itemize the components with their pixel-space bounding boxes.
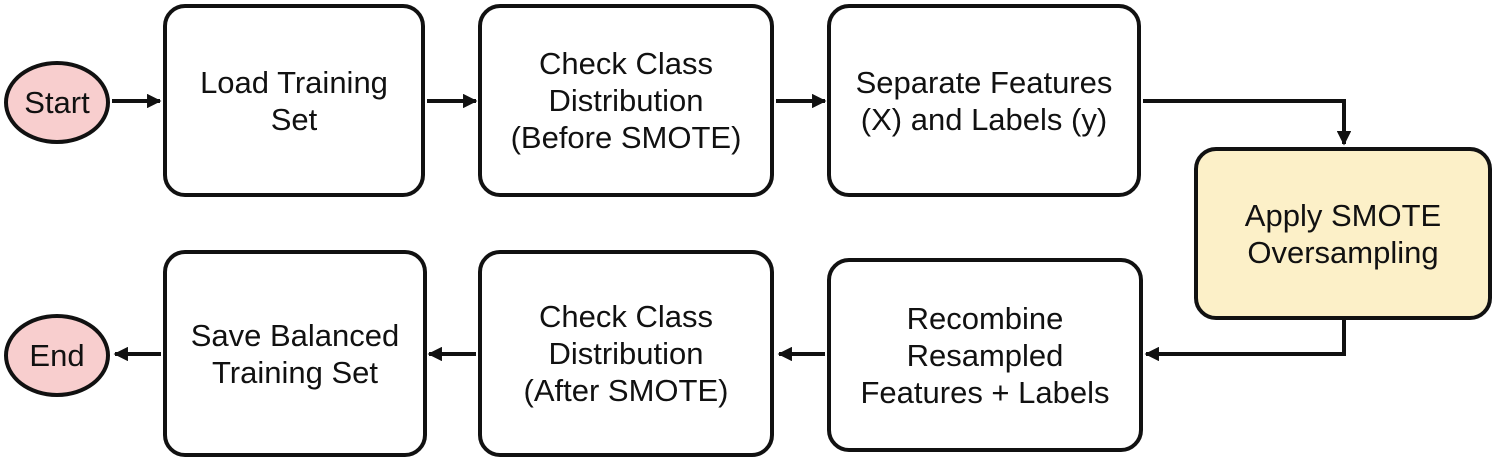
check-distribution-before-label: Check Class Distribution (Before SMOTE) <box>510 46 742 155</box>
edge-apply-smote-to-recombine <box>1144 320 1346 362</box>
recombine-box: Recombine Resampled Features + Labels <box>827 258 1143 452</box>
edge-separate-to-apply-smote <box>1143 99 1352 146</box>
save-balanced-label: Save Balanced Training Set <box>190 317 400 390</box>
check-distribution-after-box: Check Class Distribution (After SMOTE) <box>478 250 774 457</box>
save-balanced-box: Save Balanced Training Set <box>163 250 427 457</box>
apply-smote-box: Apply SMOTE Oversampling <box>1194 147 1492 320</box>
load-training-set-box: Load Training Set <box>163 4 425 197</box>
end-node: End <box>4 314 110 397</box>
end-label: End <box>29 338 85 373</box>
start-label: Start <box>24 85 90 120</box>
load-training-set-label: Load Training Set <box>200 64 388 137</box>
check-distribution-after-label: Check Class Distribution (After SMOTE) <box>523 299 729 408</box>
check-distribution-before-box: Check Class Distribution (Before SMOTE) <box>478 4 774 197</box>
start-node: Start <box>4 61 110 144</box>
apply-smote-label: Apply SMOTE Oversampling <box>1244 197 1442 270</box>
separate-features-label: Separate Features (X) and Labels (y) <box>855 64 1113 137</box>
separate-features-box: Separate Features (X) and Labels (y) <box>827 4 1141 197</box>
recombine-label: Recombine Resampled Features + Labels <box>860 300 1110 410</box>
